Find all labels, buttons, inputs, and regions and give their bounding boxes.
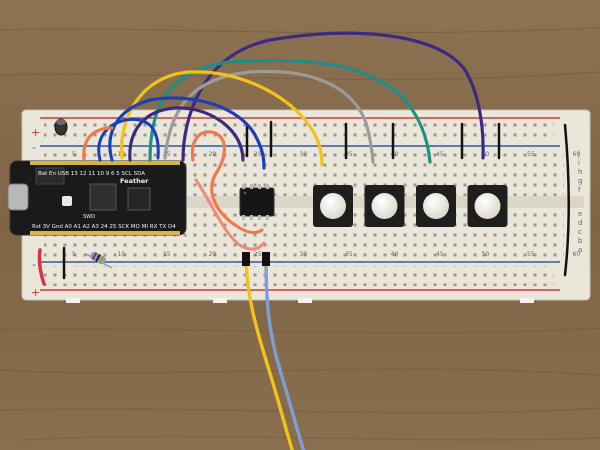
mcu-chip	[89, 183, 117, 211]
tactile-button	[313, 185, 353, 227]
row-letter: h	[578, 168, 582, 176]
rail-mark: +	[31, 286, 40, 299]
column-number-top: 55	[527, 151, 535, 158]
ic-chip	[239, 184, 275, 220]
column-number-top: 20	[209, 151, 217, 158]
column-number-top: 50	[482, 151, 490, 158]
row-letter: i	[578, 159, 580, 167]
lightblue-wire-offboard	[264, 253, 306, 450]
rail-mark: -	[32, 141, 36, 154]
rail-mark: -	[32, 258, 36, 271]
feather-top-labels: Bat En USB 13 12 11 10 9 6 5 SCL SDA	[38, 171, 145, 177]
feather-pins	[30, 161, 180, 235]
column-number-bottom: 60	[573, 251, 581, 258]
column-numbers: 5510101515202025253030353540404545505055…	[72, 151, 580, 258]
purple-wire-short	[128, 106, 245, 162]
button-cap	[320, 193, 346, 219]
capacitor	[54, 118, 68, 136]
column-number-bottom: 40	[391, 251, 399, 258]
wood-grain	[0, 27, 600, 441]
bottom-power-rail-holes	[44, 266, 554, 286]
column-number-top: 5	[72, 151, 76, 158]
feather-board: Bat En USB 13 12 11 10 9 6 5 SCL SDA Rst…	[7, 160, 187, 236]
column-number-top: 40	[391, 151, 399, 158]
purple-wire	[181, 31, 485, 162]
row-letter: b	[578, 237, 583, 245]
orange-wire-loop	[190, 130, 264, 235]
board-clip	[298, 298, 312, 303]
column-number-bottom: 25	[254, 251, 262, 258]
column-number-bottom: 50	[482, 251, 490, 258]
column-number-bottom: 35	[345, 251, 353, 258]
wire-connector	[262, 252, 270, 266]
blue-wire-2	[97, 117, 160, 162]
resistor	[85, 251, 113, 269]
button-cap	[423, 193, 449, 219]
row-letter: j	[577, 150, 580, 158]
row-letter: f	[578, 186, 581, 194]
button-cap	[474, 193, 501, 219]
column-number-top: 35	[345, 151, 353, 158]
tactile-button	[467, 185, 508, 227]
button-cap	[371, 193, 398, 219]
boot-button	[62, 196, 72, 206]
tactile-button	[364, 185, 405, 227]
flash-chip	[127, 187, 151, 211]
column-number-top: 60	[573, 151, 581, 158]
column-number-bottom: 5	[72, 251, 76, 258]
column-number-bottom: 55	[527, 251, 535, 258]
orange-wire	[82, 126, 114, 162]
column-number-top: 30	[300, 151, 308, 158]
board-clip	[520, 298, 534, 303]
row-letter: c	[578, 228, 582, 236]
usb-c-connector	[7, 183, 29, 211]
swd-label: SWD	[83, 214, 95, 220]
column-number-bottom: 45	[436, 251, 444, 258]
row-letter: g	[578, 177, 582, 185]
row-letter: a	[578, 246, 582, 254]
board-clip	[66, 298, 80, 303]
feather-bottom-labels: Rst 3V Gnd A0 A1 A2 A3 24 25 SCK MO MI R…	[32, 224, 176, 230]
column-number-top: 45	[436, 151, 444, 158]
battery-connector	[35, 167, 65, 185]
black-jumpers	[62, 120, 570, 280]
column-number-bottom: 15	[163, 251, 171, 258]
column-number-bottom: 10	[118, 251, 126, 258]
row-letter: e	[578, 210, 582, 218]
salmon-wire	[194, 178, 266, 251]
column-number-top: 25	[254, 151, 262, 158]
button-row	[313, 185, 508, 227]
wire-connector	[242, 252, 250, 266]
tactile-button	[416, 185, 456, 227]
rail-mark: +	[31, 126, 40, 139]
row-letter: d	[578, 219, 582, 227]
top-power-rail-holes	[44, 122, 554, 142]
column-number-bottom: 30	[300, 251, 308, 258]
column-number-bottom: 20	[209, 251, 217, 258]
wires	[82, 31, 485, 450]
yellow-wire-offboard	[244, 253, 295, 450]
feather-brand: Feather	[120, 177, 149, 185]
board-clip	[213, 298, 227, 303]
red-jumper	[37, 248, 46, 286]
